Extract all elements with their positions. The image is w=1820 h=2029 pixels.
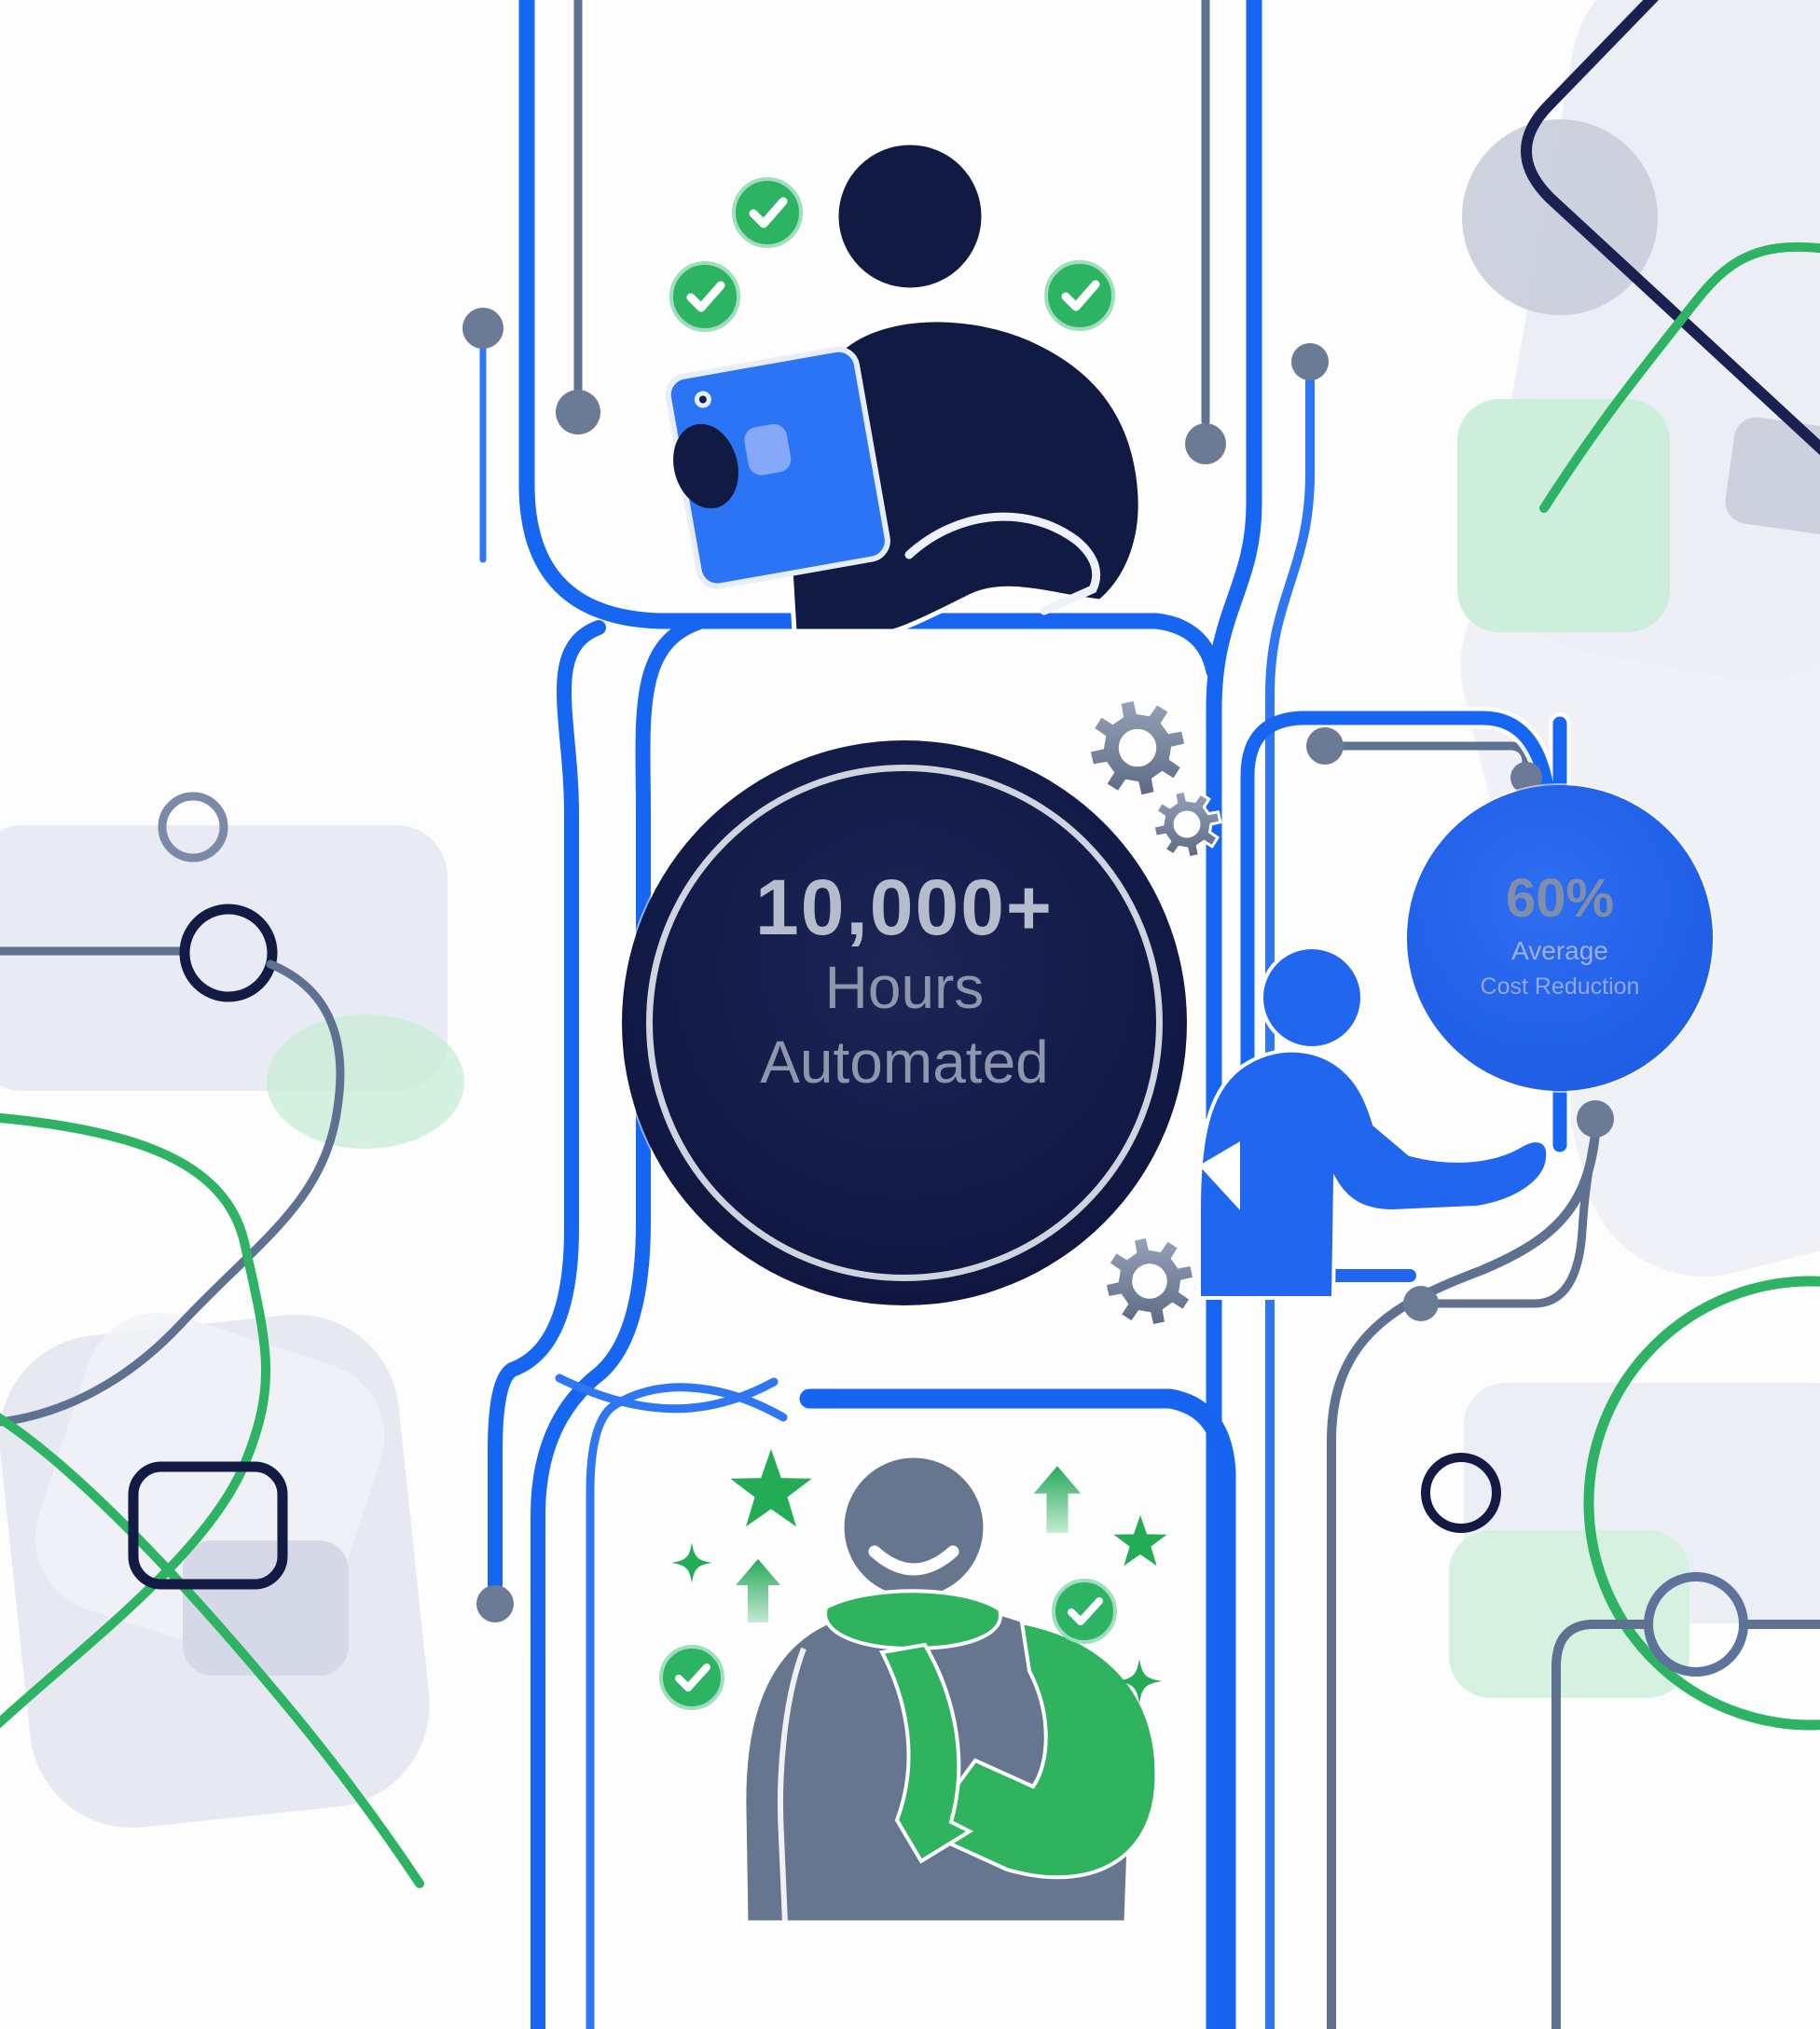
- cost-reduction-badge: 60% Average Cost Reduction: [1407, 785, 1713, 1091]
- check-circle-icon: [669, 261, 740, 332]
- hours-label-line1: Hours: [824, 954, 985, 1022]
- star-icon: [730, 1449, 812, 1527]
- circuit-line-blue: [531, 615, 705, 2029]
- circuit-line-blue-thin: [1265, 372, 1315, 2029]
- decor-rounded-square: [1725, 417, 1820, 535]
- circuit-line-blue-thin: [586, 1383, 788, 2029]
- hours-automated-badge: 10,000+ Hours Automated: [622, 740, 1187, 1305]
- circle-outline-icon: [158, 792, 228, 863]
- star-icon: [1113, 1515, 1167, 1567]
- circuit-node-icon: [1510, 762, 1542, 794]
- achievement-icons: [659, 177, 1167, 1710]
- square-outline-icon: [128, 1461, 288, 1590]
- elbow-notch: [1199, 1141, 1240, 1210]
- arrow-up-icon: [1033, 1466, 1082, 1533]
- circle-outline-icon: [1421, 1453, 1501, 1533]
- decor-green-square: [1449, 1530, 1689, 1698]
- decor-circle: [1462, 119, 1658, 315]
- gear-icon: [1151, 789, 1222, 860]
- green-arm: [919, 1620, 1159, 1880]
- tablet-app-icon: [744, 423, 792, 476]
- person-hand: [673, 423, 738, 509]
- presenting-person: [1197, 945, 1551, 1300]
- circuit-node-icon: [556, 390, 600, 435]
- decor-green-square: [1457, 399, 1670, 632]
- circle-outline-icon: [179, 904, 278, 1002]
- green-curve-line: [0, 1413, 424, 1888]
- smile-icon: [868, 1545, 959, 1576]
- cost-label-line1: Average: [1511, 935, 1608, 965]
- sleeve-line: [778, 1647, 807, 1924]
- circuit-node-icon: [1291, 343, 1329, 380]
- arrow-up-icon: [736, 1559, 780, 1622]
- check-circle-icon: [732, 177, 803, 248]
- person-head: [839, 1453, 988, 1602]
- gear-icon: [1103, 1235, 1196, 1328]
- green-curve-line: [0, 1112, 271, 1729]
- navy-diagonal-line: [1521, 0, 1820, 456]
- circuit-line-blue: [488, 620, 606, 1593]
- circuit-line-blue: [1240, 711, 1555, 1108]
- circuit-line-blue: [1206, 0, 1262, 2029]
- circuit-node-icon: [462, 308, 503, 349]
- circuit-node-icon: [1577, 1100, 1614, 1138]
- circuit-line-blue-thin: [555, 1373, 779, 1414]
- tablet-camera-lens: [698, 395, 707, 404]
- check-circle-icon: [1044, 260, 1115, 331]
- scarf-tail: [878, 1642, 974, 1864]
- decor-green-ellipse: [267, 1014, 464, 1149]
- sparkle-icon: [1116, 1658, 1163, 1705]
- hours-label-line2: Automated: [760, 1028, 1049, 1097]
- circuit-node-icon: [1185, 423, 1226, 464]
- circuit-line: [1327, 1128, 1600, 2029]
- check-circle-icon: [659, 1645, 724, 1710]
- circuit-node-icon: [1403, 1286, 1439, 1321]
- person-with-scarf: [741, 1453, 1159, 1925]
- scarf-neck: [823, 1589, 1002, 1651]
- check-circle-icon: [1052, 1579, 1117, 1644]
- circuit-node-icon: [476, 1585, 514, 1622]
- circuit-line-blue-bold: [799, 1388, 1236, 2029]
- cost-value: 60%: [1505, 868, 1615, 929]
- circuit-line: [1338, 741, 1531, 767]
- circuit-line: [1551, 1620, 1651, 2029]
- cost-label-line2: Cost Reduction: [1480, 973, 1640, 1001]
- person-arm-line: [904, 512, 1101, 615]
- circuit-node-icon: [1306, 727, 1344, 765]
- circuit-line-blue: [518, 0, 1222, 680]
- hours-value: 10,000+: [755, 863, 1054, 951]
- sparkle-icon: [671, 1542, 712, 1583]
- circuit-line: [0, 959, 345, 1427]
- green-circle-outline: [1583, 1276, 1820, 1731]
- decor-rounded-square: [183, 1540, 349, 1676]
- person-with-tablet: [665, 140, 1143, 634]
- green-curve-line: [1539, 242, 1820, 513]
- gear-icon: [1087, 697, 1188, 798]
- person-body: [1197, 1048, 1551, 1300]
- circuit-line: [1433, 1129, 1600, 1308]
- person-head: [1260, 945, 1364, 1050]
- person-head: [834, 140, 986, 293]
